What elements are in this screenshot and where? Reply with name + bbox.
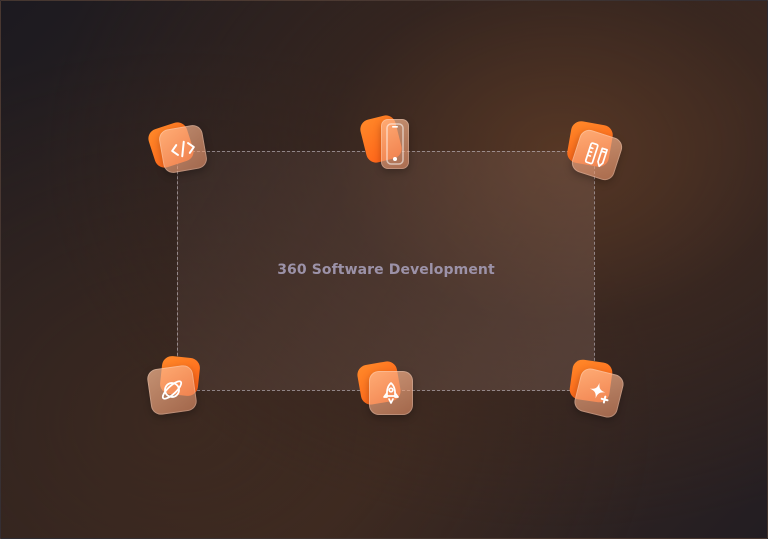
pencil-ruler-icon bbox=[582, 140, 612, 170]
badge-front-tile bbox=[381, 119, 409, 169]
code-icon bbox=[168, 137, 197, 161]
badge-sparkle bbox=[567, 357, 626, 420]
badge-front-tile bbox=[146, 364, 198, 416]
badge-front-tile bbox=[369, 371, 413, 415]
badge-front-tile bbox=[157, 123, 209, 175]
dashed-frame: 360 Software Development bbox=[177, 151, 595, 391]
badge-rocket bbox=[355, 359, 415, 419]
phone-icon bbox=[385, 122, 405, 166]
rocket-icon bbox=[380, 381, 402, 405]
badge-front-tile bbox=[569, 127, 625, 183]
page-title: 360 Software Development bbox=[277, 262, 495, 278]
badge-front-tile bbox=[572, 366, 626, 420]
badge-phone bbox=[358, 111, 417, 169]
badge-planet bbox=[146, 353, 205, 416]
sparkle-icon bbox=[583, 377, 615, 409]
badge-code bbox=[145, 119, 209, 177]
planet-icon bbox=[157, 375, 186, 404]
badge-design bbox=[565, 119, 625, 183]
